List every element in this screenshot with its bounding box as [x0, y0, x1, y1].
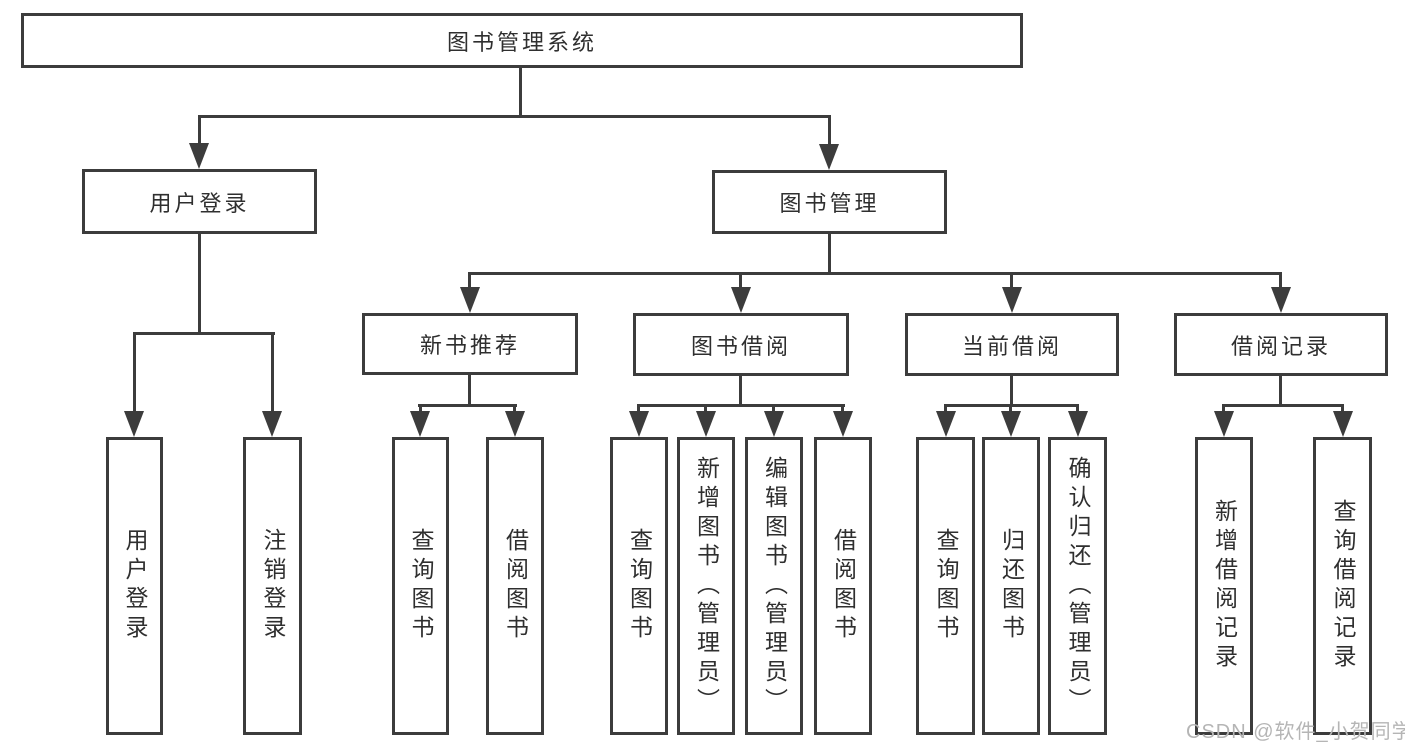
connector-line — [1222, 404, 1225, 414]
connector-line — [1076, 404, 1079, 414]
connector-arrowhead — [1333, 411, 1353, 437]
connector-line — [468, 375, 471, 407]
connector-arrowhead — [189, 143, 209, 169]
connector-line — [739, 376, 742, 407]
node-borrowing-records-label: 借阅记录 — [1230, 333, 1331, 359]
leaf-query-books-current-label: 查询图书 — [933, 528, 959, 644]
leaf-add-borrow-record-label: 新增借阅记录 — [1211, 499, 1238, 673]
connector-line — [133, 332, 275, 335]
connector-arrowhead — [1214, 411, 1234, 437]
leaf-query-books-recommend-label: 查询图书 — [408, 528, 434, 644]
connector-arrowhead — [629, 411, 649, 437]
connector-line — [1009, 404, 1012, 414]
connector-line — [418, 404, 517, 407]
leaf-query-borrow-record: 查询借阅记录 — [1313, 437, 1372, 735]
node-root: 图书管理系统 — [21, 13, 1023, 68]
leaf-user-login: 用户登录 — [106, 437, 163, 735]
connector-arrowhead — [262, 411, 282, 437]
connector-arrowhead — [1001, 411, 1021, 437]
leaf-borrow-books-recommend-label: 借阅图书 — [502, 528, 529, 644]
leaf-edit-book-admin-label: 编辑图书（管理员） — [761, 455, 788, 717]
node-borrowing-records: 借阅记录 — [1174, 313, 1388, 376]
csdn-watermark: CSDN @软件_小贺同学 — [1186, 721, 1405, 743]
connector-arrowhead — [410, 411, 430, 437]
leaf-edit-book-admin: 编辑图书（管理员） — [745, 437, 803, 735]
connector-arrowhead — [1002, 287, 1022, 313]
node-book-borrowing-label: 图书借阅 — [690, 333, 791, 359]
leaf-user-login-label: 用户登录 — [122, 528, 148, 644]
connector-arrowhead — [1271, 287, 1291, 313]
leaf-confirm-return-admin: 确认归还（管理员） — [1048, 437, 1107, 735]
connector-line — [198, 233, 201, 335]
leaf-borrow-books-borrowing-label: 借阅图书 — [830, 528, 857, 644]
connector-arrowhead — [819, 144, 839, 170]
node-user-login: 用户登录 — [82, 169, 317, 234]
connector-arrowhead — [460, 287, 480, 313]
leaf-query-books-current: 查询图书 — [916, 437, 975, 735]
connector-line — [637, 404, 640, 414]
connector-arrowhead — [505, 411, 525, 437]
node-new-book-recommend-label: 新书推荐 — [419, 333, 520, 358]
leaf-return-book: 归还图书 — [982, 437, 1040, 735]
connector-line — [1341, 404, 1344, 414]
node-user-login-label: 用户登录 — [149, 190, 250, 216]
connector-line — [1279, 272, 1282, 289]
leaf-query-books-borrowing: 查询图书 — [610, 437, 668, 735]
connector-line — [469, 272, 1282, 275]
connector-arrowhead — [696, 411, 716, 437]
connector-line — [841, 404, 844, 414]
leaf-borrow-books-borrowing: 借阅图书 — [814, 437, 872, 735]
node-book-management: 图书管理 — [712, 170, 947, 234]
leaf-query-books-recommend: 查询图书 — [392, 437, 449, 735]
node-current-borrowing-label: 当前借阅 — [961, 333, 1062, 359]
node-book-management-label: 图书管理 — [779, 191, 880, 216]
node-current-borrowing: 当前借阅 — [905, 313, 1119, 376]
leaf-add-borrow-record: 新增借阅记录 — [1195, 437, 1253, 735]
connector-arrowhead — [833, 411, 853, 437]
connector-line — [637, 404, 845, 407]
connector-line — [468, 272, 471, 289]
connector-line — [513, 404, 516, 414]
connector-line — [772, 404, 775, 414]
leaf-query-borrow-record-label: 查询借阅记录 — [1330, 499, 1356, 673]
connector-line — [739, 272, 742, 289]
connector-line — [828, 115, 831, 145]
connector-line — [133, 332, 136, 413]
node-new-book-recommend: 新书推荐 — [362, 313, 578, 375]
connector-arrowhead — [1068, 411, 1088, 437]
leaf-confirm-return-admin-label: 确认归还（管理员） — [1065, 455, 1091, 717]
connector-line — [944, 404, 947, 414]
connector-line — [1222, 404, 1344, 407]
connector-arrowhead — [124, 411, 144, 437]
connector-line — [198, 115, 831, 118]
leaf-query-books-borrowing-label: 查询图书 — [626, 528, 653, 644]
connector-line — [1010, 376, 1013, 407]
leaf-logout-label: 注销登录 — [260, 528, 286, 644]
node-book-borrowing: 图书借阅 — [633, 313, 849, 376]
connector-arrowhead — [936, 411, 956, 437]
leaf-logout: 注销登录 — [243, 437, 302, 735]
connector-arrowhead — [731, 287, 751, 313]
connector-line — [198, 115, 201, 145]
leaf-return-book-label: 归还图书 — [998, 528, 1025, 644]
leaf-add-book-admin-label: 新增图书（管理员） — [693, 455, 720, 717]
leaf-add-book-admin: 新增图书（管理员） — [677, 437, 735, 735]
connector-line — [1010, 272, 1013, 289]
connector-line — [271, 332, 274, 413]
connector-line — [828, 234, 831, 275]
connector-line — [519, 68, 522, 118]
connector-line — [1279, 376, 1282, 407]
leaf-borrow-books-recommend: 借阅图书 — [486, 437, 544, 735]
connector-line — [419, 404, 422, 414]
connector-line — [704, 404, 707, 414]
node-root-label: 图书管理系统 — [446, 29, 597, 55]
connector-arrowhead — [764, 411, 784, 437]
